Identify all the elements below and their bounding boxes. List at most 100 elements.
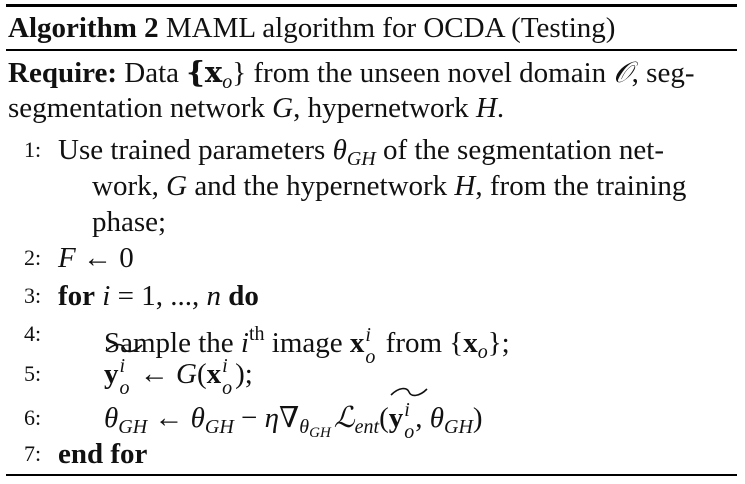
comma: , <box>415 402 430 434</box>
tilde-mark <box>105 343 143 353</box>
nabla-symbol: ∇ <box>279 402 300 434</box>
symbol-G: G <box>166 170 188 202</box>
step-1-line-1: Use trained parameters θGH of the segmen… <box>58 132 664 177</box>
nabla-subscript-2: GH <box>309 425 331 441</box>
step-2-assignment: ← 0 <box>75 242 134 274</box>
theta-subscript: GH <box>346 148 376 170</box>
step-1-line-3: phase; <box>92 204 166 240</box>
require-period: . <box>496 92 505 124</box>
theta-symbol: θ <box>104 402 119 434</box>
top-rule <box>6 4 737 7</box>
paren-open: ( <box>379 402 389 434</box>
step-number: 4: <box>24 321 42 346</box>
algorithm-caption: MAML algorithm for OCDA (Testing) <box>165 12 616 44</box>
require-hyphen-text: , seg- <box>631 57 695 89</box>
step-1-text-f: phase; <box>92 206 167 238</box>
data-set-sub: o <box>222 71 233 93</box>
ordinal-suffix: th <box>248 323 265 345</box>
require-keyword: Require: <box>8 57 118 89</box>
x-subscript: o <box>222 377 233 399</box>
require-line-2: segmentation network G, hypernetwork H. <box>8 90 504 126</box>
data-set-close: } <box>232 57 247 89</box>
loop-bound: n <box>206 280 221 312</box>
x-bold: x <box>206 358 222 390</box>
novel-domain-symbol: 𝒪 <box>613 57 632 89</box>
loss-subscript: ent <box>354 416 380 438</box>
step-4-text-d: }; <box>487 327 510 359</box>
theta-symbol: θ <box>190 402 205 434</box>
step-2-line: F ← 0 <box>58 240 134 276</box>
step-number: 2: <box>24 245 42 270</box>
x-subscript: o <box>365 346 376 368</box>
y-subscript: o <box>404 421 415 443</box>
step-1-line-2: work, G and the hypernetwork H, from the… <box>92 168 686 204</box>
require-domain-text: from the unseen novel domain <box>253 57 607 89</box>
for-keyword: for <box>58 280 96 312</box>
do-keyword: do <box>228 280 259 312</box>
eta-symbol: η <box>264 402 280 434</box>
index-i: i <box>240 327 249 359</box>
y-bold: y <box>104 358 119 390</box>
symbol-G: G <box>176 358 197 390</box>
require-text-2: segmentation network <box>8 92 265 124</box>
algorithm-label: Algorithm 2 <box>8 12 159 44</box>
step-1-text-c: work, <box>92 170 159 202</box>
loop-range: = 1, ..., <box>110 280 207 312</box>
data-set-open: {x <box>186 55 223 89</box>
step-number: 3: <box>24 283 42 308</box>
y-subscript: o <box>119 377 130 399</box>
end-for-keyword: end for <box>58 438 148 470</box>
theta-subscript: GH <box>444 416 473 438</box>
y-bold: y <box>388 402 404 434</box>
step-number: 5: <box>24 361 42 386</box>
assign-arrow: ← <box>132 358 176 390</box>
step-1-text: Use trained parameters <box>58 134 326 166</box>
step-4-text-c: from { <box>378 327 464 359</box>
theta-subscript: GH <box>204 416 234 438</box>
minus-sign: − <box>233 402 265 434</box>
step-3-line: for i = 1, ..., n do <box>58 278 259 314</box>
step-number: 1: <box>24 137 42 162</box>
paren-close: ); <box>235 358 253 390</box>
tilde-mark <box>390 387 428 397</box>
x-superscript: i <box>365 324 371 346</box>
x-superscript: i <box>222 355 228 377</box>
title-rule <box>6 49 737 51</box>
paren-open: ( <box>196 358 207 390</box>
algorithm-title: Algorithm 2 MAML algorithm for OCDA (Tes… <box>8 8 615 48</box>
algorithm-block: Algorithm 2 MAML algorithm for OCDA (Tes… <box>6 0 737 480</box>
y-superscript: i <box>119 355 126 377</box>
theta-subscript: GH <box>118 416 148 438</box>
symbol-F: F <box>58 242 76 274</box>
require-text-3: , hypernetwork <box>293 92 469 124</box>
symbol-H: H <box>454 170 476 202</box>
require-text: Data <box>124 57 180 89</box>
loop-variable: i <box>102 280 111 312</box>
step-1-text-b: of the segmentation net- <box>382 134 665 166</box>
nabla-subscript: θ <box>299 416 310 438</box>
step-4-text-b: image <box>264 327 350 359</box>
y-superscript: i <box>404 399 410 421</box>
step-1-text-e: , from the training <box>475 170 687 202</box>
paren-close: ) <box>472 402 483 434</box>
x2-subscript: o <box>477 341 488 363</box>
theta-symbol: θ <box>429 402 445 434</box>
step-number: 7: <box>24 441 42 466</box>
x-bold: x <box>349 327 365 359</box>
step-7-line: end for <box>58 436 147 472</box>
theta-symbol: θ <box>332 134 347 166</box>
step-4-text: Sample the <box>104 327 241 359</box>
step-1-text-d: and the hypernetwork <box>194 170 448 202</box>
step-number: 6: <box>24 405 42 430</box>
symbol-H: H <box>475 92 497 124</box>
assign-arrow: ← <box>147 402 191 434</box>
loss-symbol: ℒ <box>333 402 355 434</box>
x-bold-2: x <box>463 327 478 359</box>
